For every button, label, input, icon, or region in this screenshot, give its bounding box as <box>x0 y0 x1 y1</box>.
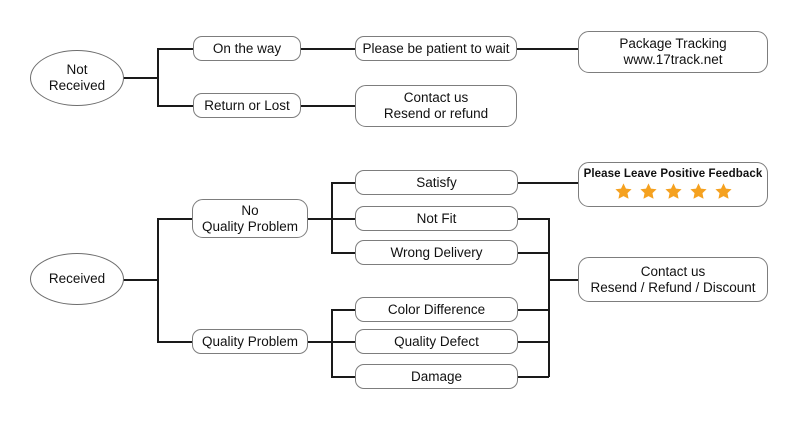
connector-wrong-delivery-to-merge <box>517 252 549 254</box>
connector-fork-to-on-the-way <box>157 48 194 50</box>
node-please-be-patient-label: Please be patient to wait <box>362 40 510 56</box>
connector-return-or-lost-to-contact <box>300 105 356 107</box>
connector-on-the-way-to-patient <box>300 48 356 50</box>
node-no-quality-problem[interactable]: No Quality Problem <box>192 199 308 238</box>
connector-subfork-to-wrong-delivery <box>331 252 356 254</box>
node-positive-feedback[interactable]: Please Leave Positive Feedback <box>578 162 768 207</box>
node-color-difference[interactable]: Color Difference <box>355 297 518 322</box>
node-no-quality-problem-label: No Quality Problem <box>201 202 299 234</box>
node-quality-problem[interactable]: Quality Problem <box>192 329 308 354</box>
connector-color-difference-to-merge <box>517 309 549 311</box>
node-package-tracking[interactable]: Package Tracking www.17track.net <box>578 31 768 73</box>
star-icon[interactable] <box>664 182 683 201</box>
node-received[interactable]: Received <box>30 253 124 305</box>
star-rating[interactable] <box>614 182 733 201</box>
connector-merge-to-contact <box>548 279 579 281</box>
connector-subfork-to-not-fit <box>331 218 356 220</box>
star-icon[interactable] <box>639 182 658 201</box>
node-damage-label: Damage <box>410 368 463 384</box>
connector-not-fit-to-merge <box>517 218 549 220</box>
node-quality-defect[interactable]: Quality Defect <box>355 329 518 354</box>
connector-fork-to-return-or-lost <box>157 105 194 107</box>
node-damage[interactable]: Damage <box>355 364 518 389</box>
connector-fork-to-quality-problem <box>157 341 193 343</box>
connector-quality-defect-to-merge <box>517 341 549 343</box>
connector-merge-vertical <box>548 218 550 377</box>
node-received-label: Received <box>48 271 106 287</box>
connector-no-quality-problem-to-subfork <box>307 218 332 220</box>
node-color-difference-label: Color Difference <box>387 301 486 317</box>
connector-damage-to-merge <box>517 376 549 378</box>
connector-not-received-fork-vertical <box>157 48 159 106</box>
node-contact-resend-or-refund[interactable]: Contact us Resend or refund <box>355 85 517 127</box>
node-contact-resend-or-refund-label: Contact us Resend or refund <box>383 90 489 121</box>
node-wrong-delivery-label: Wrong Delivery <box>390 244 483 260</box>
connector-subfork-to-damage <box>331 376 356 378</box>
node-not-fit[interactable]: Not Fit <box>355 206 518 231</box>
node-not-received[interactable]: Not Received <box>30 50 124 106</box>
star-icon[interactable] <box>614 182 633 201</box>
node-please-be-patient[interactable]: Please be patient to wait <box>355 36 517 61</box>
connector-subfork-to-quality-defect <box>331 341 356 343</box>
node-contact-resend-refund-discount-label: Contact us Resend / Refund / Discount <box>590 263 756 295</box>
connector-satisfy-to-feedback <box>517 182 579 184</box>
node-return-or-lost-label: Return or Lost <box>204 97 290 113</box>
node-not-fit-label: Not Fit <box>416 210 457 226</box>
connector-quality-problem-to-subfork <box>307 341 332 343</box>
connector-patient-to-tracking <box>516 48 578 50</box>
node-not-received-label: Not Received <box>48 62 106 93</box>
node-quality-defect-label: Quality Defect <box>394 333 479 349</box>
node-positive-feedback-label: Please Leave Positive Feedback <box>583 168 763 180</box>
connector-no-quality-problem-subfork-vertical <box>331 182 333 253</box>
node-contact-resend-refund-discount[interactable]: Contact us Resend / Refund / Discount <box>578 257 768 302</box>
node-on-the-way-label: On the way <box>212 40 282 56</box>
connector-fork-to-no-quality-problem <box>157 218 193 220</box>
connector-not-received-to-fork <box>123 77 158 79</box>
connector-subfork-to-satisfy <box>331 182 356 184</box>
connector-subfork-to-color-difference <box>331 309 356 311</box>
star-icon[interactable] <box>714 182 733 201</box>
node-quality-problem-label: Quality Problem <box>201 333 299 349</box>
connector-received-to-fork <box>123 279 158 281</box>
node-package-tracking-label: Package Tracking www.17track.net <box>619 36 727 67</box>
node-on-the-way[interactable]: On the way <box>193 36 301 61</box>
node-satisfy[interactable]: Satisfy <box>355 170 518 195</box>
node-satisfy-label: Satisfy <box>416 174 457 190</box>
node-return-or-lost[interactable]: Return or Lost <box>193 93 301 118</box>
node-wrong-delivery[interactable]: Wrong Delivery <box>355 240 518 265</box>
star-icon[interactable] <box>689 182 708 201</box>
connector-received-fork-vertical <box>157 218 159 342</box>
